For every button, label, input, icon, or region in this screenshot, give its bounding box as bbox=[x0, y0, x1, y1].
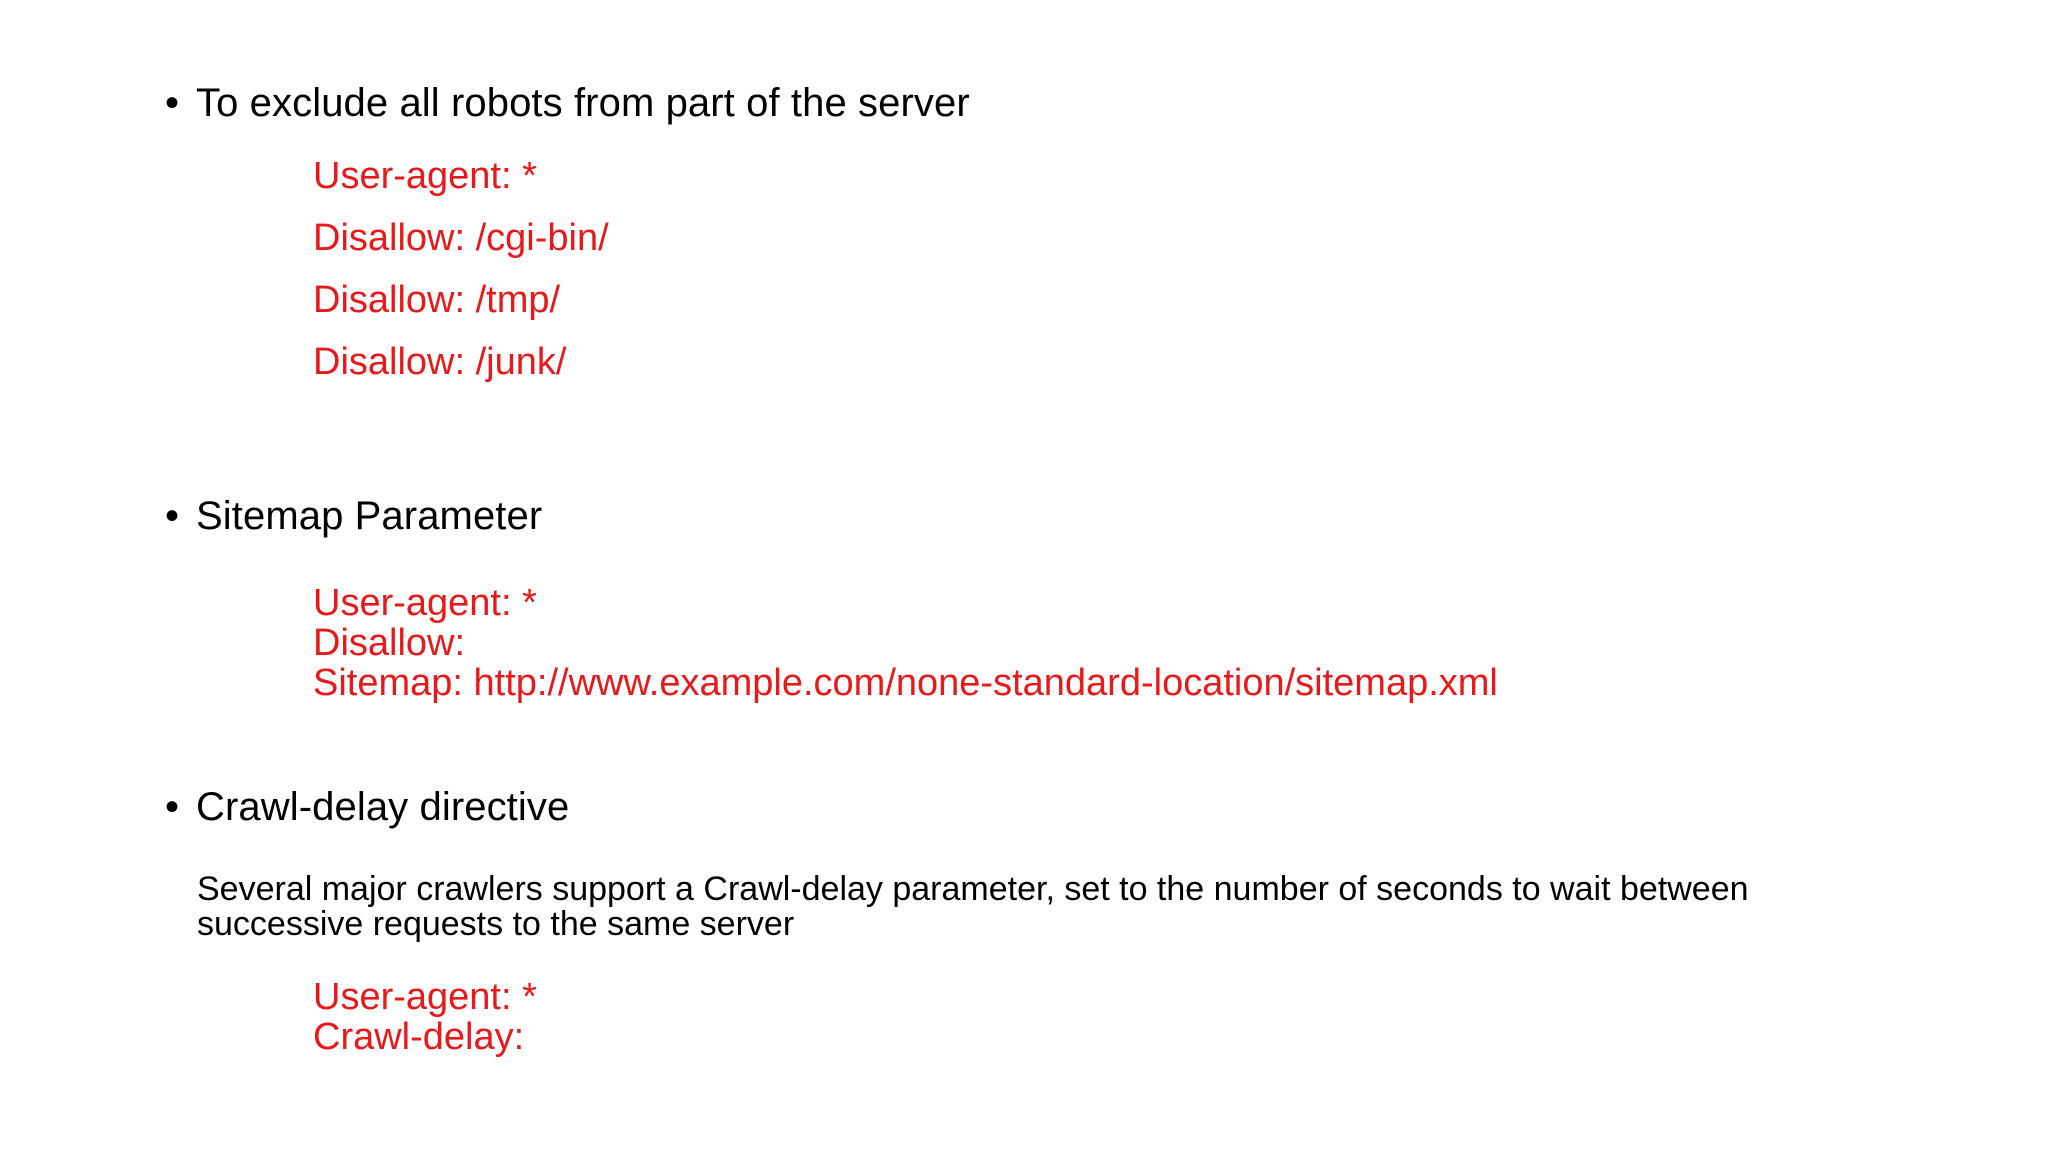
bullet-heading-text: Sitemap Parameter bbox=[196, 494, 543, 538]
bullet-heading-text: Crawl-delay directive bbox=[196, 785, 570, 829]
code-line: Crawl-delay: bbox=[313, 1016, 525, 1058]
code-block-crawl-delay: User-agent: * Crawl-delay: bbox=[313, 977, 537, 1057]
bullet-point-icon: • bbox=[165, 494, 180, 538]
code-line: Sitemap: http://www.example.com/none-sta… bbox=[313, 662, 1498, 704]
paragraph-crawl-delay-description: Several major crawlers support a Crawl-d… bbox=[197, 870, 1749, 943]
bullet-point-icon: • bbox=[165, 785, 180, 829]
code-line: Disallow: bbox=[313, 622, 466, 664]
code-block-sitemap-parameter: User-agent: * Disallow: Sitemap: http://… bbox=[313, 583, 1498, 703]
code-line: Disallow: /tmp/ bbox=[313, 279, 561, 321]
code-line: User-agent: * bbox=[313, 976, 537, 1018]
code-block-exclude-all-robots: User-agent: * Disallow: /cgi-bin/ Disall… bbox=[313, 145, 609, 393]
bullet-item-crawl-delay-directive: • Crawl-delay directive bbox=[165, 786, 569, 828]
bullet-item-exclude-all-robots: • To exclude all robots from part of the… bbox=[165, 82, 970, 124]
code-line: User-agent: * bbox=[313, 155, 537, 197]
code-line: User-agent: * bbox=[313, 582, 537, 624]
bullet-item-sitemap-parameter: • Sitemap Parameter bbox=[165, 495, 542, 537]
code-line: Disallow: /junk/ bbox=[313, 341, 567, 383]
code-line: Disallow: /cgi-bin/ bbox=[313, 217, 609, 259]
bullet-heading-text: To exclude all robots from part of the s… bbox=[196, 81, 970, 125]
bullet-point-icon: • bbox=[165, 81, 180, 125]
